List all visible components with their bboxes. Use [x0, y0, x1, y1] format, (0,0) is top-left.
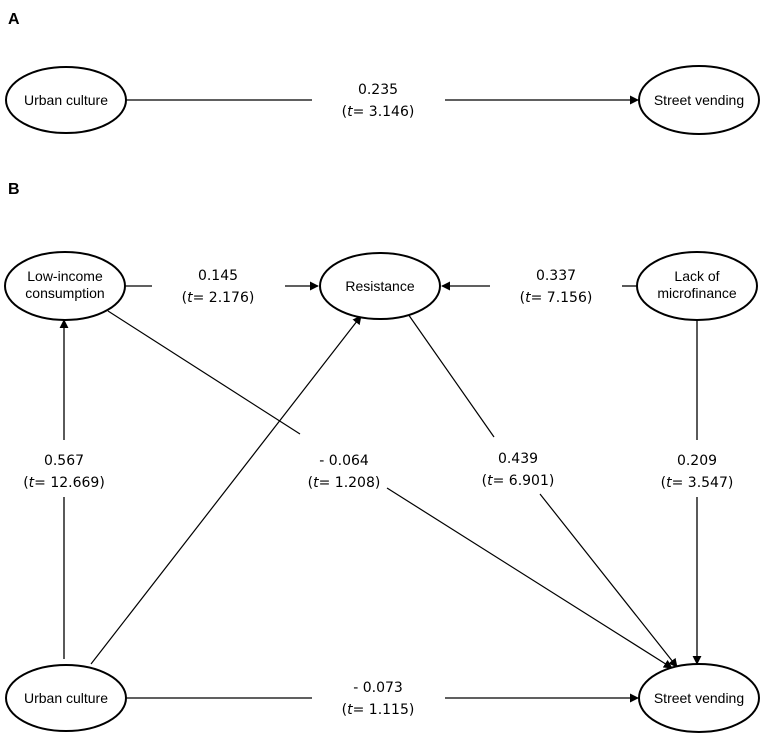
path-line-lowincome-street-upper [107, 310, 301, 435]
node-label-street-vending-a: Street vending [654, 92, 744, 108]
tvalue-lowincome-resistance: (t= 2.176) [182, 290, 255, 306]
tvalue-b-urban-street: (t= 1.115) [342, 702, 415, 718]
node-label-street-vending-b: Street vending [654, 690, 744, 706]
node-lack-of-microfinance [636, 251, 758, 321]
coef-resistance-street: 0.439 [498, 451, 538, 467]
tvalue-lack-street: (t= 3.547) [661, 475, 734, 491]
coef-lowincome-resistance: 0.145 [198, 268, 238, 284]
tvalue-urban-lowincome: (t= 12.669) [23, 475, 105, 491]
node-street-vending-a [638, 65, 760, 135]
tvalue-lack-resistance: (t= 7.156) [520, 290, 593, 306]
path-line-resistance-street-upper [407, 313, 495, 438]
node-label-resistance: Resistance [345, 278, 414, 294]
tvalue-resistance-street: (t= 6.901) [482, 473, 555, 489]
coef-a-urban-street: 0.235 [358, 82, 398, 98]
panel-a: Urban culture Street vending 0.235 (t= 3… [5, 65, 760, 135]
coef-lowincome-street: - 0.064 [319, 453, 369, 469]
node-urban-culture-b [5, 664, 127, 732]
node-urban-culture-a [5, 66, 127, 134]
path-arrow-urban-resistance [90, 315, 362, 665]
node-low-income-consumption [4, 251, 126, 321]
coef-b-urban-street: - 0.073 [353, 680, 403, 696]
panel-label-a: A [8, 11, 20, 28]
tvalue-a-urban-street: (t= 3.146) [342, 104, 415, 120]
node-resistance [319, 252, 441, 320]
path-arrow-resistance-street [539, 493, 678, 668]
coef-lack-resistance: 0.337 [536, 268, 576, 284]
node-label-urban-culture-a: Urban culture [24, 92, 108, 108]
path-arrow-lowincome-street [386, 487, 673, 669]
coef-urban-lowincome: 0.567 [44, 453, 84, 469]
tvalue-lowincome-street: (t= 1.208) [308, 475, 381, 491]
panel-label-b: B [8, 181, 20, 198]
coef-lack-street: 0.209 [677, 453, 717, 469]
node-label-urban-culture-b: Urban culture [24, 690, 108, 706]
node-street-vending-b [638, 663, 760, 733]
